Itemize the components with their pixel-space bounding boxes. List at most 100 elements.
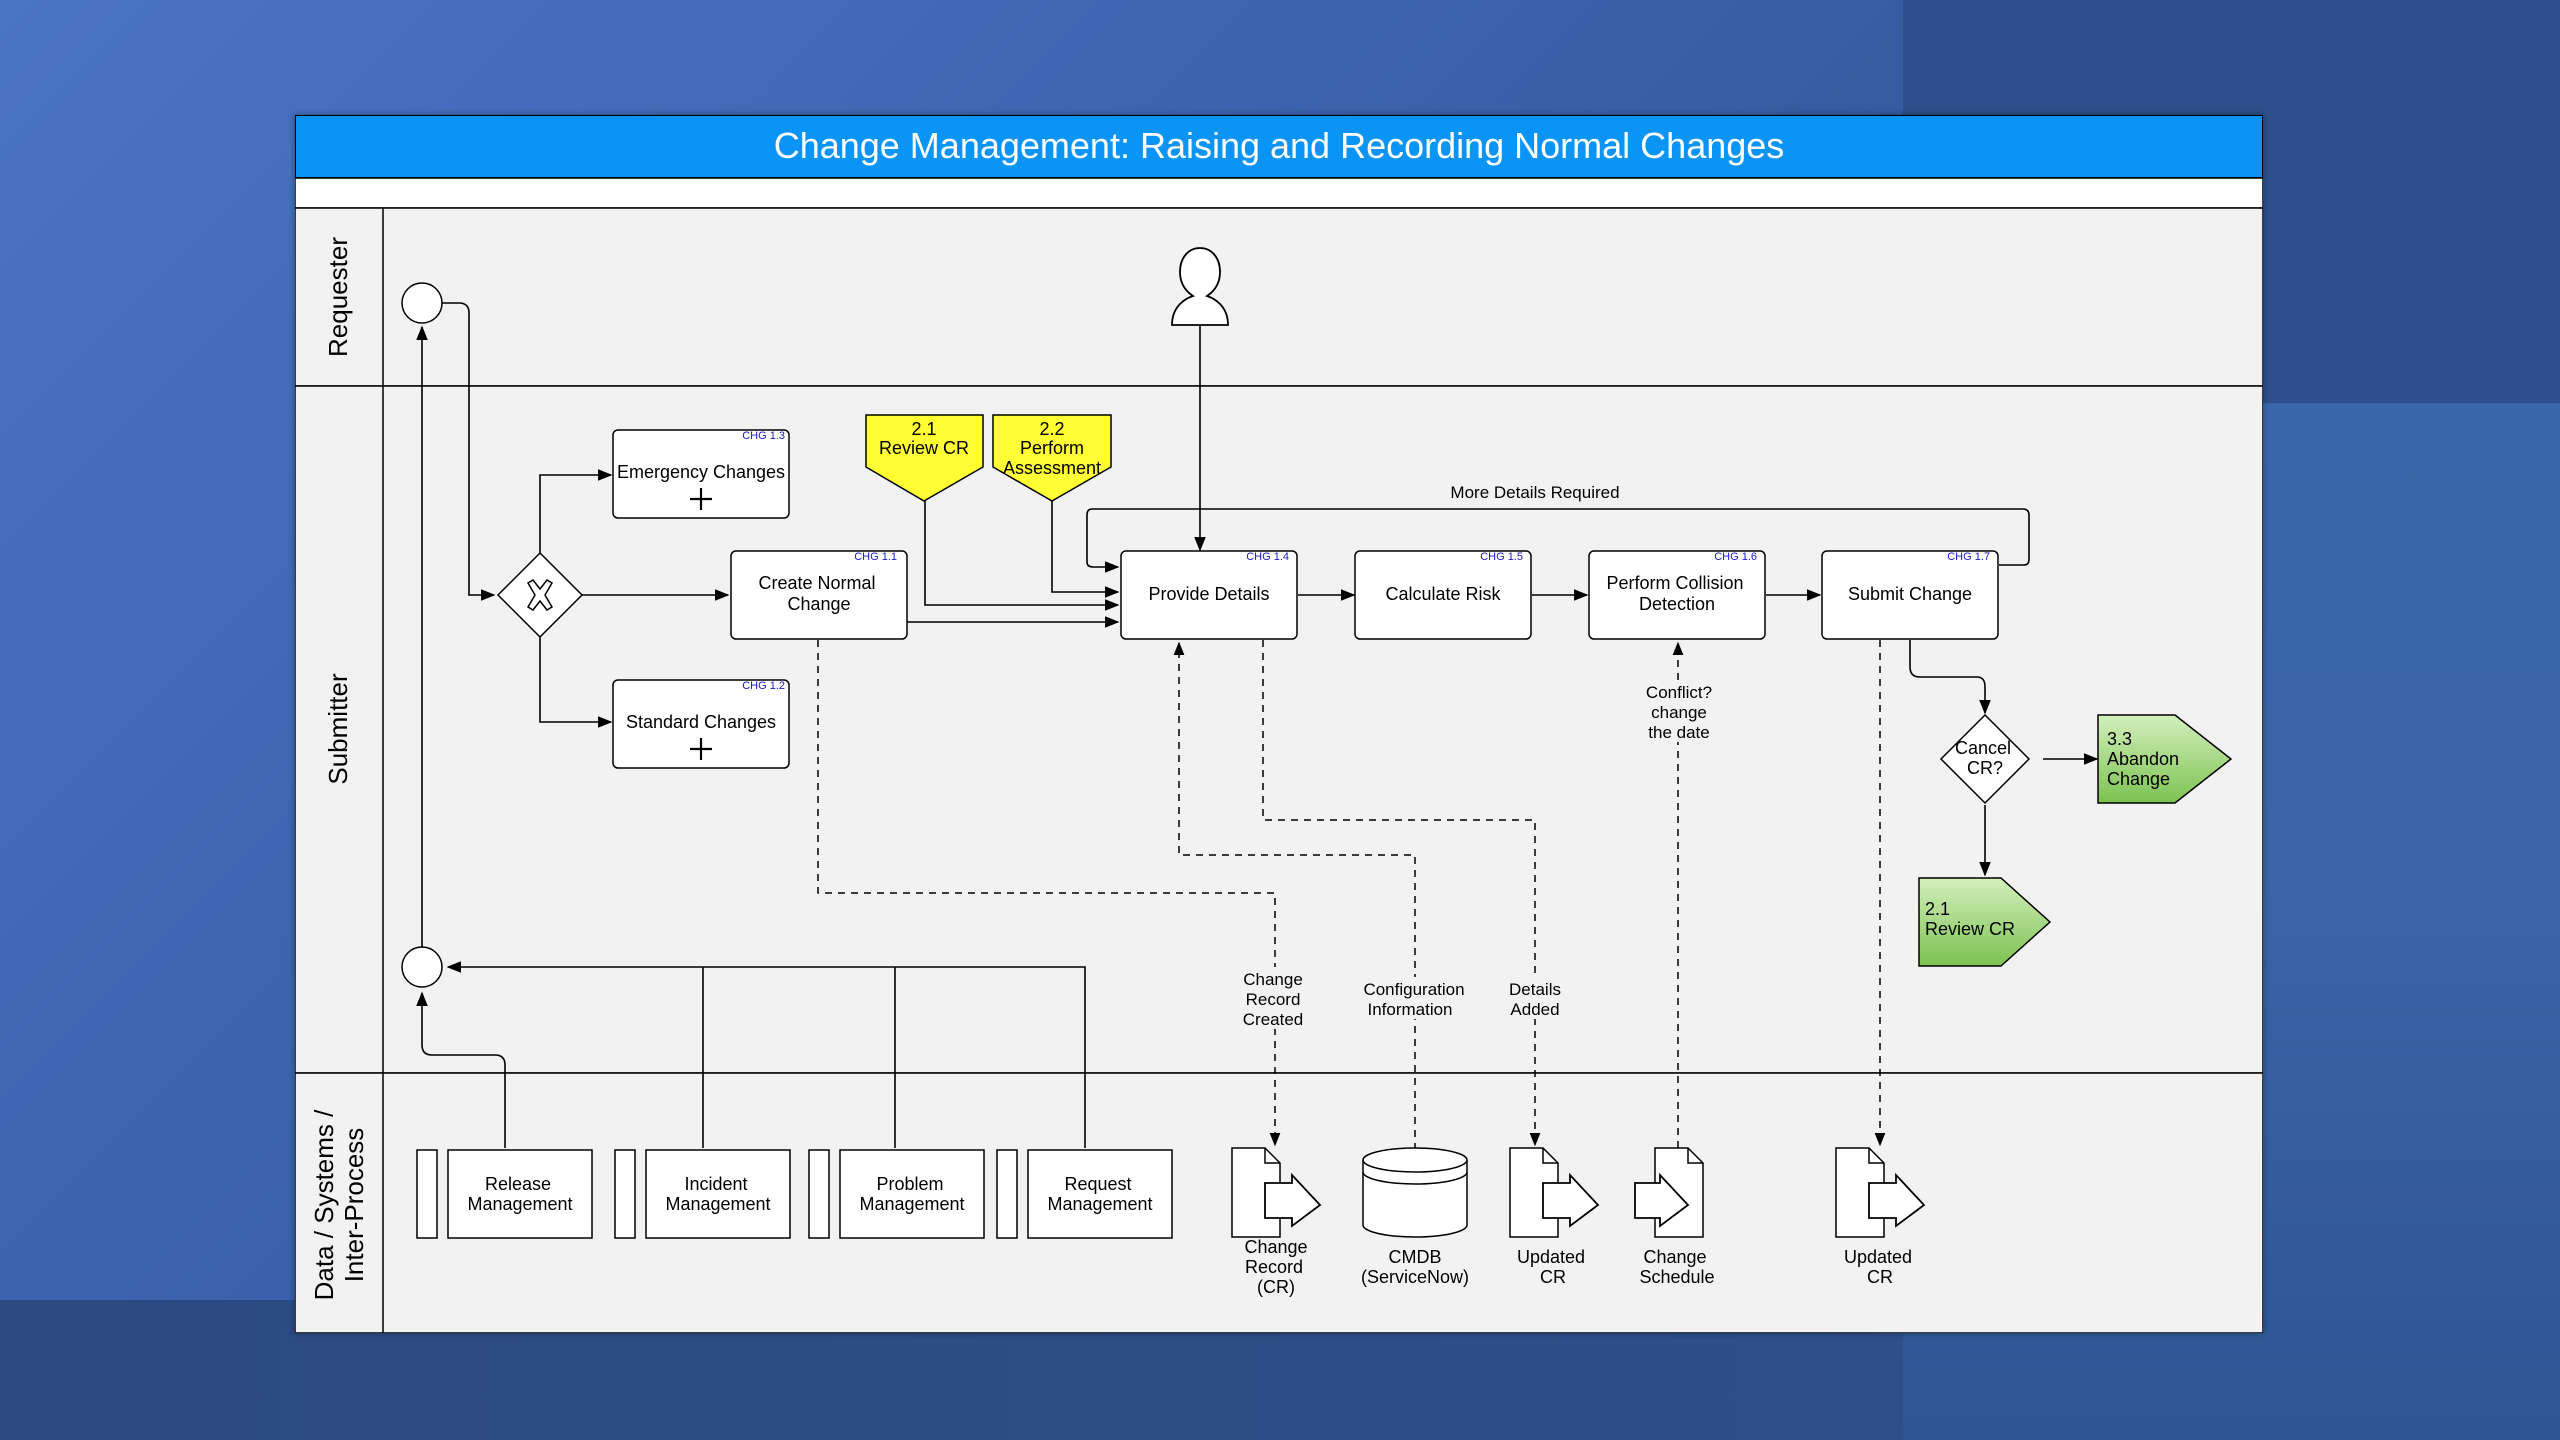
svg-text:Perform: Perform <box>1020 438 1084 458</box>
task-calculate-risk: CHG 1.5 Calculate Risk <box>1354 550 1532 640</box>
svg-text:More Details Required: More Details Required <box>1450 483 1619 502</box>
svg-text:CHG 1.1: CHG 1.1 <box>854 551 897 563</box>
svg-text:Created: Created <box>1243 1010 1303 1029</box>
svg-text:CHG 1.3: CHG 1.3 <box>742 430 785 442</box>
svg-text:CHG 1.2: CHG 1.2 <box>742 680 785 692</box>
svg-text:CHG 1.4: CHG 1.4 <box>1246 551 1289 563</box>
artifact-change-record: Change Record (CR) <box>1231 1147 1322 1297</box>
svg-text:CR?: CR? <box>1967 758 2003 778</box>
label-change-record-created: Change Record Created <box>1240 967 1312 1029</box>
subprocess-plus-icon <box>690 738 712 760</box>
svg-text:3.3: 3.3 <box>2107 729 2132 749</box>
output-arrow-icon <box>1542 1172 1600 1228</box>
svg-text:Detection: Detection <box>1639 594 1715 614</box>
svg-text:Configuration: Configuration <box>1363 980 1464 999</box>
lane-label-submitter: Submitter <box>323 673 353 785</box>
svg-text:2.2: 2.2 <box>1039 419 1064 439</box>
svg-text:(ServiceNow): (ServiceNow) <box>1361 1267 1469 1287</box>
svg-text:Management: Management <box>665 1194 770 1214</box>
artifact-updated-cr-2: Updated CR <box>1835 1147 1926 1287</box>
outcome-abandon-change: 3.3 Abandon Change <box>2097 714 2233 804</box>
svg-text:Added: Added <box>1510 1000 1559 1019</box>
lane-label-data-2: Inter-Process <box>339 1128 369 1283</box>
label-details-added: Details Added <box>1503 977 1567 1019</box>
task-create-normal-change: CHG 1.1 Create Normal Change <box>730 550 908 640</box>
svg-text:Record: Record <box>1246 990 1301 1009</box>
offpage-review-cr: 2.1 Review CR <box>865 414 984 502</box>
svg-text:Updated: Updated <box>1517 1247 1585 1267</box>
svg-text:Conflict?: Conflict? <box>1646 683 1712 702</box>
svg-text:CHG 1.7: CHG 1.7 <box>1947 551 1990 563</box>
svg-text:Release: Release <box>485 1174 551 1194</box>
svg-text:Management: Management <box>467 1194 572 1214</box>
diagram-title: Change Management: Raising and Recording… <box>774 125 1785 166</box>
svg-text:(CR): (CR) <box>1257 1277 1295 1297</box>
svg-text:Change: Change <box>787 594 850 614</box>
task-provide-details: CHG 1.4 Provide Details <box>1120 550 1298 640</box>
svg-text:Calculate Risk: Calculate Risk <box>1385 584 1501 604</box>
process-request-management: Request Management <box>996 1149 1173 1239</box>
label-conflict: Conflict? change the date <box>1640 680 1720 742</box>
lane-label-requester: Requester <box>323 237 353 357</box>
svg-text:Submit Change: Submit Change <box>1848 584 1972 604</box>
svg-text:2.1: 2.1 <box>1925 899 1950 919</box>
svg-text:Abandon: Abandon <box>2107 749 2179 769</box>
output-arrow-icon <box>1264 1172 1322 1228</box>
svg-text:Record: Record <box>1245 1257 1303 1277</box>
svg-text:Assessment: Assessment <box>1003 458 1101 478</box>
svg-text:change: change <box>1651 703 1707 722</box>
gateway-cancel-cr: Cancel CR? <box>1939 713 2031 805</box>
svg-text:Incident: Incident <box>684 1174 747 1194</box>
task-emergency-changes: CHG 1.3 Emergency Changes <box>612 429 790 519</box>
svg-text:2.1: 2.1 <box>911 419 936 439</box>
svg-text:Change: Change <box>1643 1247 1706 1267</box>
svg-text:Emergency Changes: Emergency Changes <box>617 462 785 482</box>
input-arrow-icon <box>1634 1172 1690 1228</box>
svg-text:Cancel: Cancel <box>1955 738 2011 758</box>
x-marker-icon <box>526 579 554 611</box>
subprocess-plus-icon <box>690 488 712 510</box>
start-event <box>401 282 443 324</box>
task-submit-change: CHG 1.7 Submit Change <box>1821 550 1999 640</box>
process-incident-management: Incident Management <box>614 1149 791 1239</box>
svg-text:Change: Change <box>1243 970 1303 989</box>
task-standard-changes: CHG 1.2 Standard Changes <box>612 679 790 769</box>
svg-text:CR: CR <box>1867 1267 1893 1287</box>
output-arrow-icon <box>1868 1172 1926 1228</box>
lane-requester <box>295 207 2263 387</box>
artifact-change-schedule: Change Schedule <box>1634 1147 1715 1287</box>
svg-text:Details: Details <box>1509 980 1561 999</box>
svg-text:Information: Information <box>1367 1000 1452 1019</box>
svg-text:Change: Change <box>1244 1237 1307 1257</box>
lane-label-data-1: Data / Systems / <box>309 1109 339 1300</box>
svg-text:Review CR: Review CR <box>879 438 969 458</box>
process-diagram: Change Management: Raising and Recording… <box>295 115 2263 1333</box>
svg-text:Updated: Updated <box>1844 1247 1912 1267</box>
svg-text:Create Normal: Create Normal <box>758 573 875 593</box>
svg-text:Management: Management <box>859 1194 964 1214</box>
svg-text:Review CR: Review CR <box>1925 919 2015 939</box>
offpage-perform-assessment: 2.2 Perform Assessment <box>992 414 1112 502</box>
svg-text:CHG 1.6: CHG 1.6 <box>1714 551 1757 563</box>
svg-text:Change: Change <box>2107 769 2170 789</box>
artifact-updated-cr-1: Updated CR <box>1509 1147 1600 1287</box>
process-problem-management: Problem Management <box>808 1149 985 1239</box>
svg-text:Provide Details: Provide Details <box>1148 584 1269 604</box>
svg-text:Standard Changes: Standard Changes <box>626 712 776 732</box>
intermediate-event <box>401 946 443 988</box>
person-icon <box>1171 247 1229 326</box>
svg-text:Perform Collision: Perform Collision <box>1606 573 1743 593</box>
diagram-canvas: Change Management: Raising and Recording… <box>295 115 2263 1333</box>
label-configuration-information: Configuration Information <box>1358 977 1472 1019</box>
exclusive-gateway <box>496 551 584 639</box>
artifact-cmdb-database: CMDB (ServiceNow) <box>1361 1147 1469 1287</box>
svg-text:Problem: Problem <box>876 1174 943 1194</box>
svg-text:the date: the date <box>1648 723 1709 742</box>
task-perform-collision-detection: CHG 1.6 Perform Collision Detection <box>1588 550 1766 640</box>
svg-text:Request: Request <box>1064 1174 1131 1194</box>
svg-text:CMDB: CMDB <box>1389 1247 1442 1267</box>
header-spacer <box>295 177 2263 209</box>
process-release-management: Release Management <box>416 1149 593 1239</box>
svg-text:Management: Management <box>1047 1194 1152 1214</box>
svg-text:CR: CR <box>1540 1267 1566 1287</box>
